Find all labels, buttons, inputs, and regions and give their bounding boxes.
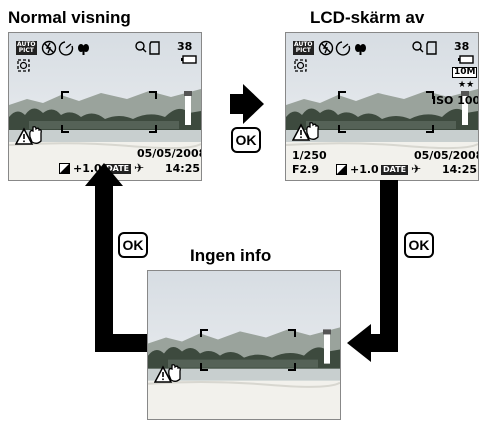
airplane-icon: ✈ <box>411 162 422 176</box>
flash-timer-macro-icons <box>41 40 89 56</box>
title-lcd-off: LCD-skärm av <box>310 8 425 27</box>
flash-off-icon <box>318 40 334 56</box>
face-detect-icon <box>294 59 307 72</box>
focus-frame-icon <box>61 91 157 133</box>
screen-no-info <box>147 270 341 420</box>
zoom-card-icons <box>412 41 437 55</box>
self-timer-icon <box>335 41 351 56</box>
iso-value: ISO 100 <box>432 94 479 107</box>
resolution-badge: 10M <box>452 67 478 78</box>
airplane-icon: ✈ <box>134 161 145 175</box>
exposure-comp-value: +1.0 <box>73 162 102 175</box>
ok-button[interactable]: OK <box>404 232 434 258</box>
focus-frame-icon <box>200 329 296 371</box>
title-normal-view: Normal visning <box>8 8 131 27</box>
mode-line-2: PICT <box>295 47 311 54</box>
card-icon <box>149 41 160 55</box>
shots-remaining: 38 <box>454 40 470 53</box>
aperture-value: F2.9 <box>292 163 320 176</box>
macro-icon <box>78 44 89 55</box>
screen-normal-view: AUTO PICT 38 05/05/2008 +1.0 DATE ✈ 14:2… <box>8 32 202 181</box>
mode-line-1: AUTO <box>294 41 313 48</box>
flash-timer-macro-icons <box>318 40 366 56</box>
ok-button[interactable]: OK <box>118 232 148 258</box>
battery-icon <box>458 55 474 64</box>
time-display: 14:25 <box>165 162 201 175</box>
self-timer-icon <box>58 41 74 56</box>
shake-warning-icon <box>154 364 181 383</box>
time-display: 14:25 <box>442 163 478 176</box>
mode-line-2: PICT <box>18 47 34 54</box>
arrow-down-left-icon <box>347 180 398 362</box>
arrow-right-icon <box>230 84 264 124</box>
zoom-card-icons <box>135 41 160 55</box>
shake-warning-icon <box>292 122 319 141</box>
date-stamp-tag: DATE <box>104 164 132 174</box>
exposure-comp-icon <box>336 164 347 175</box>
auto-pict-icon: AUTO PICT <box>293 41 314 55</box>
screen-lcd-off: AUTO PICT 38 10M ★★ ISO 100 1/250 05/05/… <box>285 32 479 181</box>
mode-line-1: AUTO <box>17 41 36 48</box>
shutter-speed: 1/250 <box>292 149 327 162</box>
auto-pict-icon: AUTO PICT <box>16 41 37 55</box>
zoom-icon <box>135 41 147 53</box>
arrow-up-icon <box>85 163 147 352</box>
ok-button[interactable]: OK <box>231 127 261 153</box>
quality-stars: ★★ <box>458 80 475 90</box>
face-detect-icon <box>17 59 30 72</box>
exposure-comp-icon <box>59 163 70 174</box>
macro-icon <box>355 44 366 55</box>
exposure-comp-value: +1.0 <box>350 163 379 176</box>
date-display: 05/05/2008 <box>137 147 202 160</box>
zoom-icon <box>412 41 424 53</box>
shake-warning-icon <box>15 126 42 145</box>
flash-off-icon <box>41 40 57 56</box>
focus-frame-icon <box>338 91 434 133</box>
date-display: 05/05/2008 <box>414 149 479 162</box>
title-no-info: Ingen info <box>190 246 272 265</box>
shots-remaining: 38 <box>177 40 193 53</box>
battery-icon <box>181 55 197 64</box>
date-stamp-tag: DATE <box>381 165 409 175</box>
card-icon <box>426 41 437 55</box>
